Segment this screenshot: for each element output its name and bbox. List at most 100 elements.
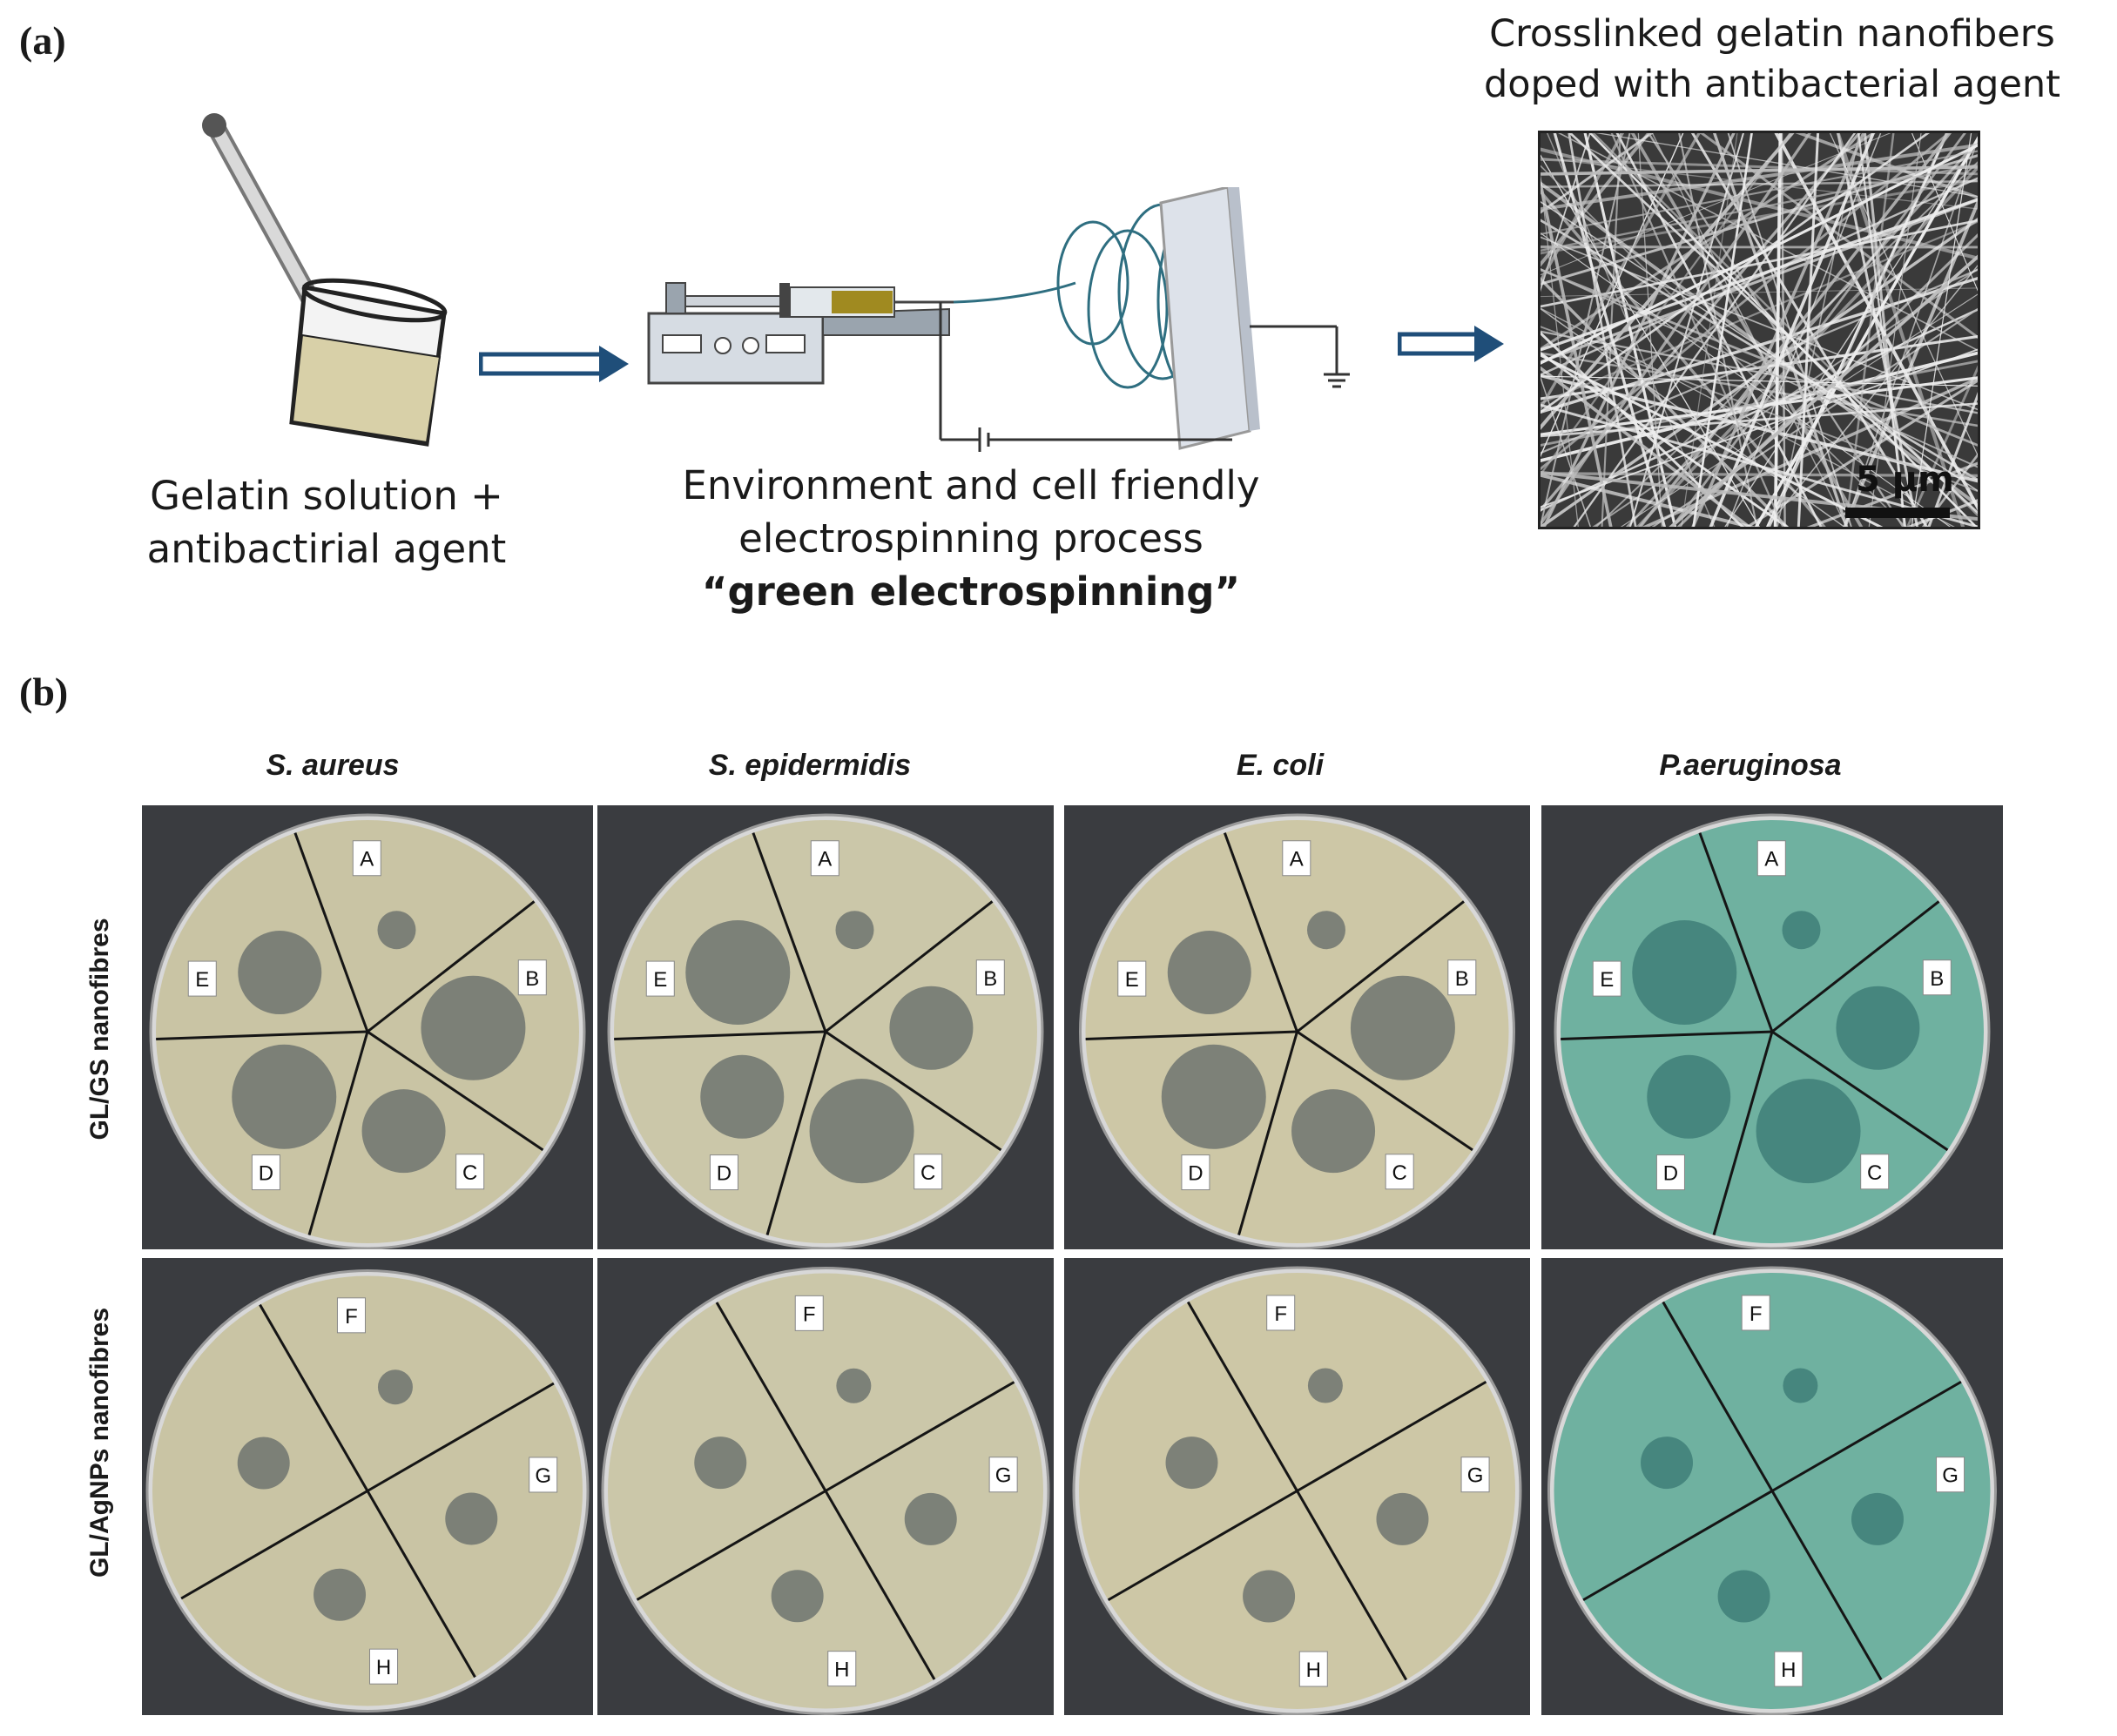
- svg-text:A: A: [1764, 848, 1778, 871]
- inhibition-zone: [1632, 920, 1737, 1026]
- svg-text:G: G: [995, 1464, 1012, 1488]
- svg-text:G: G: [1942, 1464, 1959, 1488]
- caption-process: Environment and cell friendly electrospi…: [627, 460, 1315, 618]
- nanofiber: [1541, 277, 1790, 527]
- sample-label-g: G: [1460, 1457, 1490, 1493]
- nanofiber: [1767, 133, 1949, 527]
- nanofiber: [1541, 402, 1978, 438]
- sample-label-g: G: [1936, 1457, 1965, 1493]
- nanofiber: [1595, 133, 1978, 198]
- nanofiber: [1541, 472, 1978, 478]
- nanofiber: [1541, 133, 1625, 285]
- svg-text:C: C: [462, 1161, 477, 1185]
- column-header-e-coli: E. coli: [1236, 749, 1325, 782]
- nanofiber: [1745, 379, 1978, 527]
- svg-text:E: E: [653, 968, 667, 992]
- sector-line: [824, 1490, 936, 1680]
- sample-label-d: D: [251, 1154, 280, 1191]
- column-header-s-epidermidis: S. epidermidis: [708, 749, 912, 782]
- sample-label-g: G: [529, 1457, 558, 1493]
- nanofiber: [1541, 133, 1930, 414]
- scale-bar-label: 5 μm: [1856, 460, 1954, 500]
- pipette-beaker-illustration: [202, 113, 448, 447]
- panel-b-label: (b): [19, 670, 69, 714]
- nanofiber: [1541, 366, 1752, 527]
- nanofiber: [1773, 133, 1783, 527]
- sample-label-f: F: [794, 1295, 824, 1331]
- nanofiber: [1635, 165, 1978, 527]
- nanofiber: [1541, 352, 1978, 427]
- sample-label-c: C: [1385, 1154, 1414, 1190]
- inhibition-zone: [1836, 986, 1920, 1070]
- sector-line: [1712, 1031, 1774, 1236]
- column-header-s-aureus: S. aureus: [266, 749, 400, 782]
- sector-line: [765, 1031, 827, 1236]
- svg-text:F: F: [803, 1302, 816, 1326]
- sector-line: [825, 1381, 1015, 1492]
- nanofiber: [1797, 133, 1820, 527]
- sector-line: [367, 1382, 555, 1492]
- nanofiber: [1541, 147, 1978, 260]
- sample-label-b: B: [1447, 959, 1477, 996]
- caption-solution: Gelatin solution + antibactirial agent: [122, 470, 531, 576]
- sample-label-h: H: [369, 1648, 399, 1685]
- svg-text:G: G: [535, 1464, 551, 1488]
- nanofiber: [1927, 391, 1978, 527]
- sector-line: [1186, 1301, 1298, 1492]
- nanofiber: [1629, 133, 1744, 527]
- nanofiber: [1541, 268, 1978, 447]
- sample-label-f: F: [1741, 1295, 1770, 1331]
- sample-label-d: D: [1655, 1154, 1685, 1191]
- nanofiber: [1541, 326, 1978, 493]
- nanofiber: [1541, 158, 1978, 176]
- inhibition-zone: [1756, 1079, 1861, 1184]
- nanofiber: [1568, 133, 1978, 515]
- nanofiber: [1541, 133, 1891, 276]
- sector-line: [825, 900, 994, 1033]
- sector-line: [1296, 1380, 1487, 1492]
- inhibition-zone: [1647, 1054, 1731, 1139]
- nanofiber: [1541, 268, 1978, 468]
- inhibition-zone: [421, 975, 526, 1080]
- svg-text:H: H: [376, 1656, 391, 1679]
- caption-solution-line2: antibactirial agent: [146, 525, 507, 572]
- svg-text:E: E: [1600, 968, 1614, 992]
- caption-process-line1: Environment and cell friendly: [682, 462, 1260, 508]
- nanofiber: [1541, 154, 1978, 286]
- svg-text:D: D: [1188, 1162, 1203, 1186]
- nanofiber: [1541, 165, 1907, 527]
- sample-label-h: H: [827, 1651, 857, 1687]
- arrow-right-icon: [479, 346, 629, 382]
- inhibition-zone: [1291, 1089, 1376, 1174]
- scale-bar: [1845, 508, 1950, 518]
- inhibition-zone: [1641, 1437, 1694, 1490]
- sector-line: [259, 1303, 369, 1492]
- sample-label-h: H: [1298, 1651, 1328, 1687]
- sample-label-c: C: [1860, 1154, 1890, 1190]
- nanofiber: [1681, 133, 1738, 527]
- caption-product-line2: doped with antibacterial agent: [1483, 63, 2061, 107]
- nanofiber: [1541, 133, 1876, 351]
- sample-label-a: A: [810, 840, 839, 877]
- nanofiber: [1676, 232, 1978, 527]
- nanofiber: [1844, 133, 1895, 527]
- sector-line: [1771, 900, 1940, 1033]
- sample-label-g: G: [988, 1457, 1018, 1493]
- inhibition-zone: [835, 911, 874, 950]
- nanofiber: [1642, 376, 1978, 527]
- nanofiber: [1709, 133, 1876, 527]
- svg-text:C: C: [1392, 1161, 1407, 1185]
- inhibition-zone: [904, 1492, 957, 1545]
- circuit-wire-icon: [939, 302, 1350, 452]
- sample-label-c: C: [455, 1154, 485, 1190]
- sample-label-a: A: [352, 840, 381, 877]
- nanofiber: [1541, 133, 1591, 293]
- nanofiber: [1637, 133, 1663, 527]
- sample-label-e: E: [645, 960, 675, 997]
- sector-line: [1582, 1490, 1773, 1602]
- sample-label-f: F: [336, 1297, 366, 1334]
- row-header-gl-gs: GL/GS nanofibres: [85, 918, 114, 1141]
